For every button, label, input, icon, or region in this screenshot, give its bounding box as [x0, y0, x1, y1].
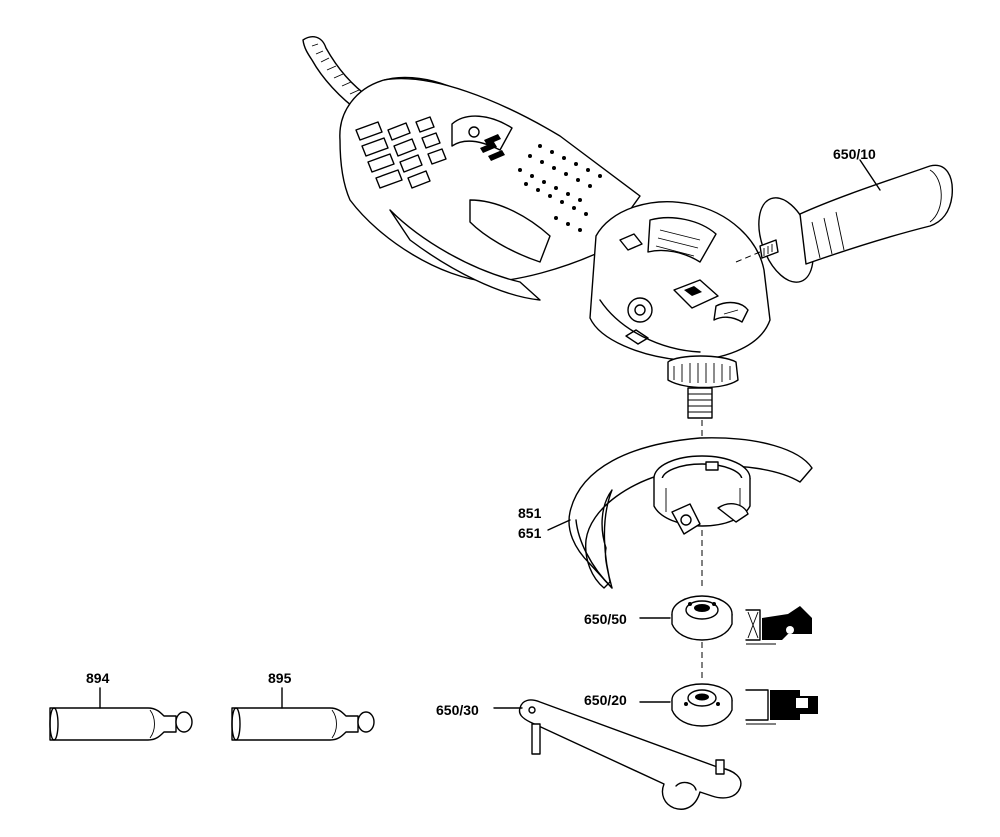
on-off-switch — [451, 115, 513, 161]
label-clamping-nut: 650/50 — [584, 611, 627, 627]
gear-head — [589, 201, 771, 361]
label-guard-851: 851 — [518, 505, 542, 521]
angle-grinder-body — [339, 76, 771, 419]
vent-slots — [355, 116, 447, 189]
grease-tube-895 — [231, 707, 375, 741]
leader-side-handle — [859, 159, 881, 191]
leader-guard — [547, 519, 571, 531]
label-mounting-flange: 650/20 — [584, 692, 627, 708]
grip-dots — [518, 144, 602, 232]
pin-spanner — [518, 699, 742, 810]
label-guard-651: 651 — [518, 525, 542, 541]
side-handle — [758, 164, 953, 283]
wheel-guard — [568, 437, 813, 589]
label-side-handle: 650/10 — [833, 146, 876, 162]
clamping-nut — [671, 595, 733, 641]
mounting-flange — [671, 683, 733, 727]
clamping-nut-section-icon — [745, 606, 812, 645]
label-pin-spanner: 650/30 — [436, 702, 479, 718]
label-grease-895: 895 — [268, 670, 292, 686]
label-grease-894: 894 — [86, 670, 110, 686]
mounting-flange-section-icon — [745, 689, 818, 725]
grease-tube-894 — [49, 707, 193, 741]
side-handle-axis — [735, 251, 761, 263]
spindle — [667, 355, 739, 419]
